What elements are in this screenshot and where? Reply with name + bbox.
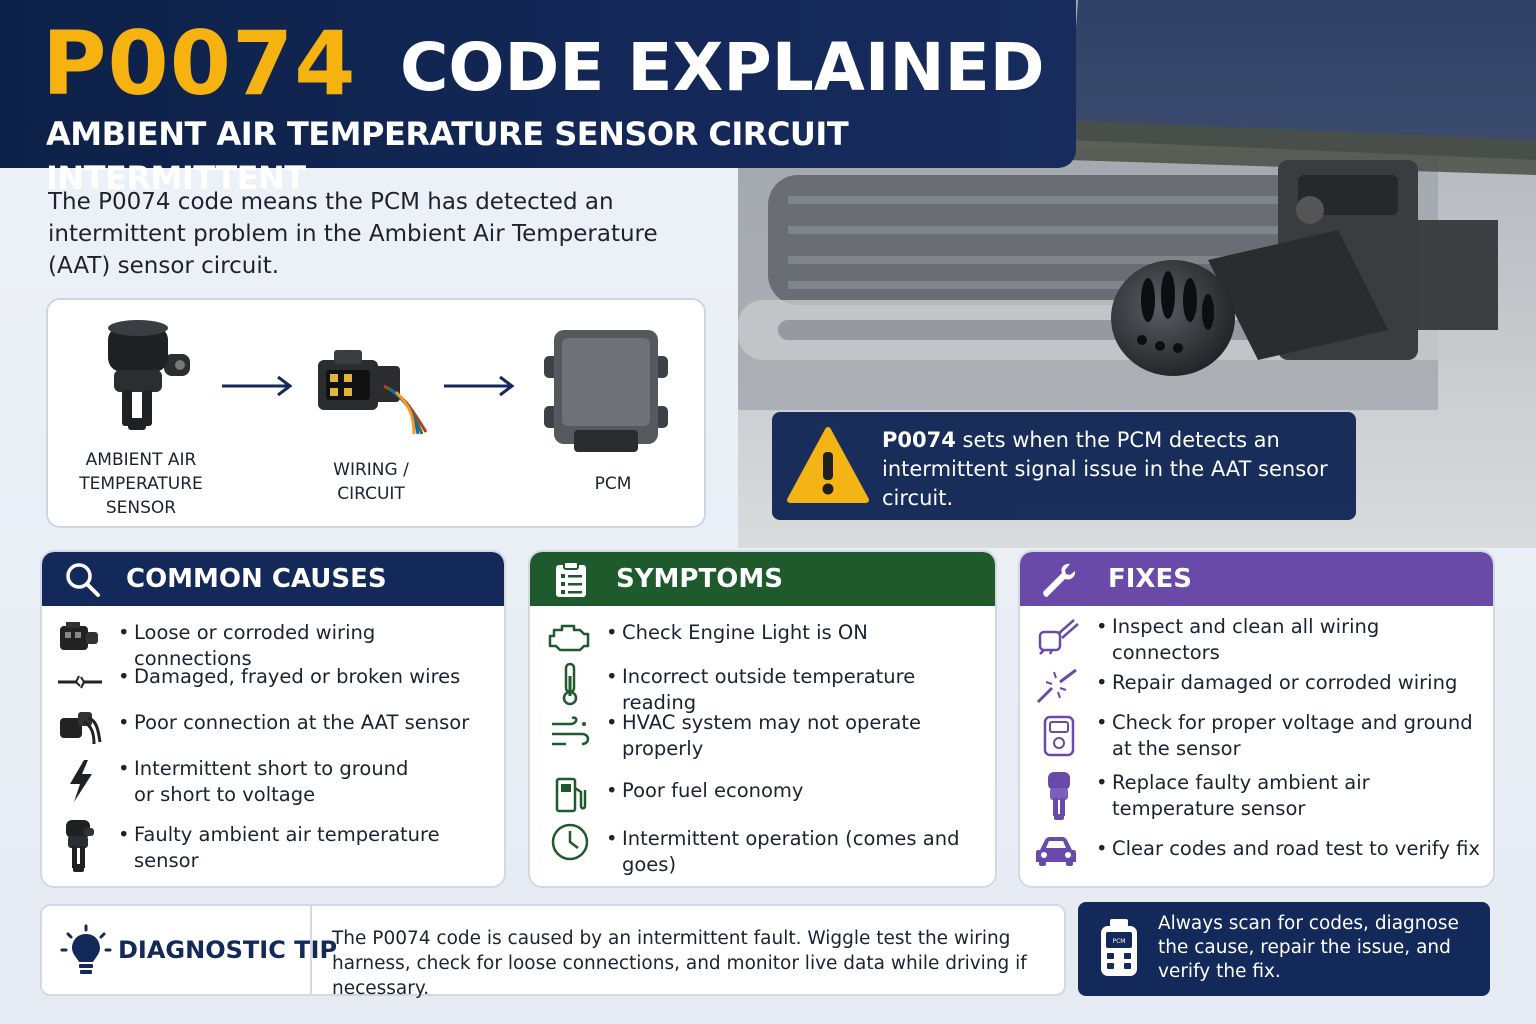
cause-text: Intermittent short to ground or short to… (118, 756, 434, 808)
warning-message: sets when the PCM detects an intermitten… (882, 428, 1328, 510)
obd-scanner-icon: PCM (1101, 919, 1137, 976)
list-item: HVAC system may not operate properly (530, 706, 995, 764)
sensor-plug-icon (60, 712, 102, 745)
list-item: Clear codes and road test to verify fix (1020, 832, 1493, 876)
warning-callout: P0074 sets when the PCM detects an inter… (772, 412, 1356, 520)
brush-connector-icon (1038, 619, 1079, 655)
fixes-header: FIXES (1020, 552, 1493, 606)
sensor-replace-icon (1048, 772, 1070, 820)
warning-triangle-icon (787, 427, 869, 503)
list-item: Poor connection at the AAT sensor (42, 706, 504, 750)
symptom-text: Intermittent operation (comes and goes) (606, 826, 992, 878)
lightning-icon (70, 760, 92, 802)
intro-text: The P0074 code means the PCM has detecte… (48, 189, 658, 279)
symptom-text: Poor fuel economy (606, 778, 982, 804)
fixes-panel: FIXES Inspect and clean all wiring conne… (1018, 550, 1495, 888)
arrow-right-icon (444, 375, 515, 397)
check-engine-icon (548, 624, 590, 652)
fix-text: Repair damaged or corroded wiring (1096, 670, 1472, 696)
fix-text: Inspect and clean all wiring connectors (1096, 614, 1412, 666)
list-item: Faulty ambient air temperature sensor (42, 816, 504, 878)
search-icon (66, 563, 100, 597)
cause-text: Poor connection at the AAT sensor (118, 710, 494, 736)
symptom-text: HVAC system may not operate properly (606, 710, 942, 762)
pcm-module-icon (544, 330, 668, 452)
fix-text: Clear codes and road test to verify fix (1096, 836, 1482, 862)
connector-icon (60, 622, 98, 650)
circuit-flow-diagram: AMBIENT AIR TEMPERATURE SENSOR WIRING / … (46, 298, 706, 528)
thermometer-icon (562, 662, 578, 706)
list-item: Inspect and clean all wiring connectors (1020, 614, 1493, 666)
lightbulb-icon (60, 924, 112, 974)
page-header: P0074 CODE EXPLAINED AMBIENT AIR TEMPERA… (0, 0, 1076, 197)
title-code: P0074 (42, 12, 357, 115)
diagnostic-tip: DIAGNOSTIC TIP The P0074 code is caused … (40, 904, 1066, 999)
connector-icon (318, 350, 428, 435)
scan-reminder-text: Always scan for codes, diagnose the caus… (1158, 913, 1459, 982)
wire-repair-icon (1036, 668, 1077, 704)
list-item: Replace faulty ambient air temperature s… (1020, 768, 1493, 824)
symptoms-header: SYMPTOMS (530, 552, 995, 606)
temperature-sensor-icon (66, 820, 94, 872)
list-item: Check Engine Light is ON (530, 618, 995, 658)
sensor-icon (108, 320, 190, 430)
fixes-title: FIXES (1108, 564, 1192, 594)
multimeter-icon (1043, 715, 1075, 757)
airflow-icon (552, 716, 590, 746)
warning-text: P0074 sets when the PCM detects an inter… (882, 426, 1342, 513)
cause-text: Faulty ambient air temperature sensor (118, 822, 504, 874)
clock-icon (551, 823, 589, 861)
clipboard-icon (556, 561, 586, 597)
wrench-icon (1043, 563, 1076, 597)
page-subtitle: AMBIENT AIR TEMPERATURE SENSOR CIRCUIT I… (46, 115, 849, 197)
fix-text: Check for proper voltage and ground at t… (1096, 710, 1482, 762)
list-item: Check for proper voltage and ground at t… (1020, 710, 1493, 768)
list-item: Intermittent operation (comes and goes) (530, 820, 995, 876)
car-icon (1036, 837, 1076, 866)
fuel-pump-icon (555, 777, 587, 813)
scan-reminder: PCM Always scan for codes, diagnose the … (1078, 902, 1490, 996)
list-item: Repair damaged or corroded wiring (1020, 666, 1493, 710)
title-text: CODE EXPLAINED (400, 29, 1045, 106)
diagnostic-tip-text: The P0074 code is caused by an intermitt… (332, 928, 1027, 999)
symptoms-panel: SYMPTOMS Check Engine Light is ON Incorr… (528, 550, 997, 888)
cause-text: Damaged, frayed or broken wires (118, 664, 494, 690)
list-item: Intermittent short to ground or short to… (42, 752, 504, 810)
fix-text: Replace faulty ambient air temperature s… (1096, 770, 1412, 822)
broken-wire-icon (58, 675, 102, 689)
list-item: Damaged, frayed or broken wires (42, 662, 504, 702)
wiring-label: WIRING / CIRCUIT (333, 460, 409, 504)
tip-divider (310, 906, 312, 994)
warning-code: P0074 (882, 428, 956, 452)
sensor-label: AMBIENT AIR TEMPERATURE SENSOR (79, 450, 203, 518)
common-causes-header: COMMON CAUSES (42, 552, 504, 606)
common-causes-title: COMMON CAUSES (126, 564, 387, 594)
scanner-screen-label: PCM (1113, 938, 1126, 945)
symptoms-title: SYMPTOMS (616, 564, 783, 594)
pcm-label: PCM (594, 474, 632, 494)
list-item: Incorrect outside temperature reading (530, 662, 995, 714)
diagnostic-tip-label: DIAGNOSTIC TIP (118, 936, 338, 964)
list-item: Loose or corroded wiring connections (42, 618, 504, 670)
list-item: Poor fuel economy (530, 774, 995, 818)
arrow-right-icon (222, 375, 293, 397)
symptom-text: Check Engine Light is ON (606, 620, 982, 646)
common-causes-panel: COMMON CAUSES Loose or corroded wiring c… (40, 550, 506, 888)
symptom-text: Incorrect outside temperature reading (606, 664, 992, 716)
